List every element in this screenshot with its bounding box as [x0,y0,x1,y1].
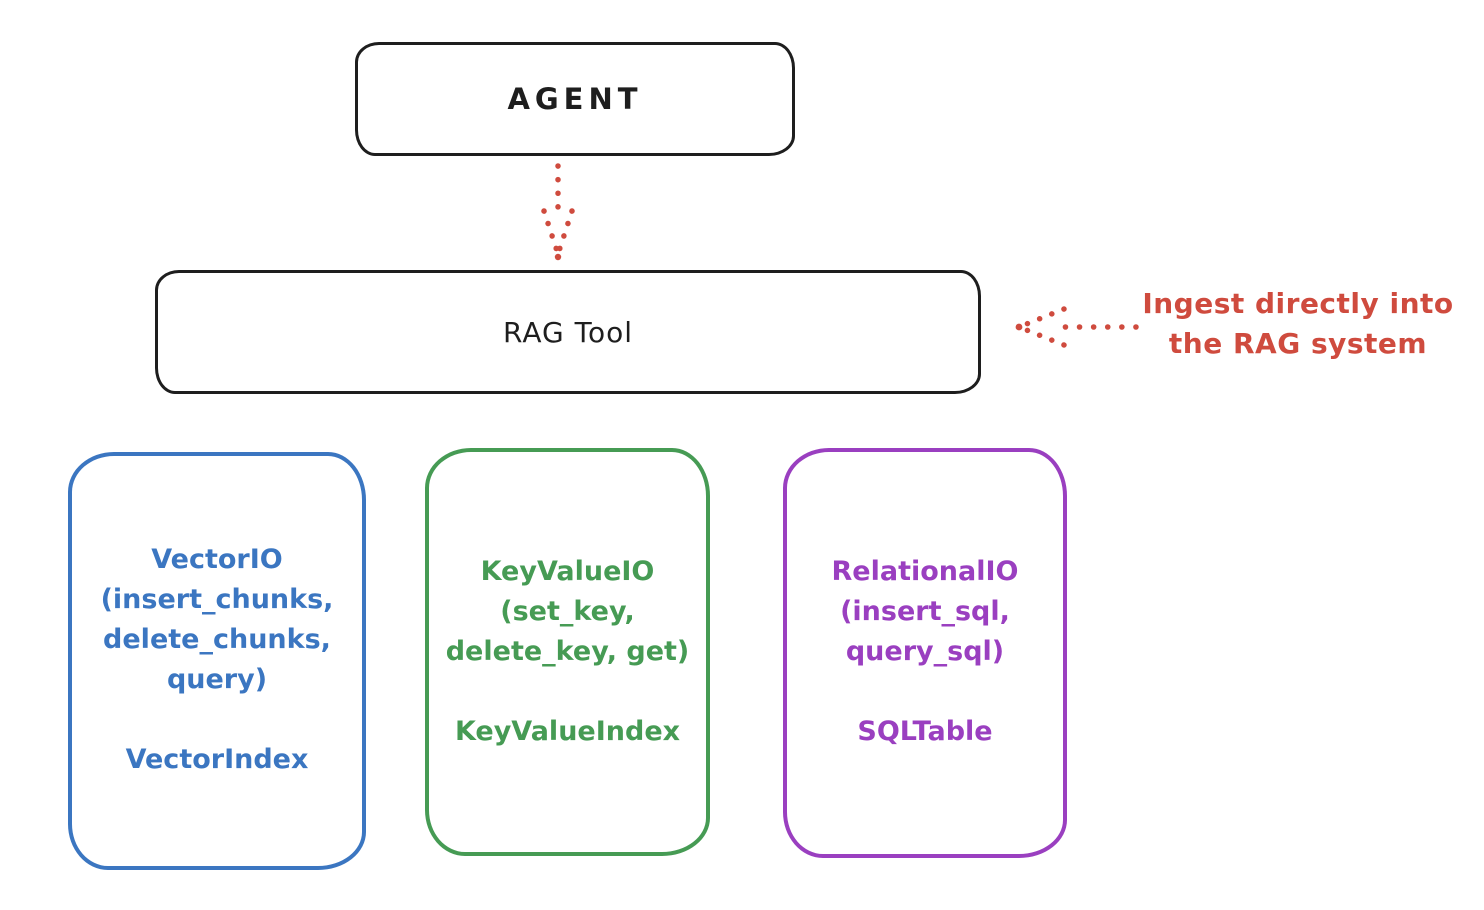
io-index-label: SQLTable [857,716,993,747]
agent-label: AGENT [507,82,643,116]
agent-box: AGENT [355,42,795,156]
vector-io-box: VectorIO (insert_chunks, delete_chunks, … [68,452,366,870]
io-line: KeyValueIO [480,556,655,587]
io-line: (insert_sql, [840,596,1010,627]
annotation-text: Ingest directly into the RAG system [1125,284,1471,364]
io-line: query_sql) [845,636,1005,667]
io-index-label: KeyValueIndex [454,716,681,747]
rag-tool-label: RAG Tool [503,315,633,349]
io-lines: KeyValueIO (set_key, delete_key, get) [446,552,690,672]
io-line: RelationalIO [831,556,1019,587]
io-line: query) [166,664,268,695]
rag-tool-box: RAG Tool [155,270,981,394]
io-line: (insert_chunks, [100,584,334,615]
keyvalue-io-box: KeyValueIO (set_key, delete_key, get) Ke… [425,448,710,856]
io-line: VectorIO [151,544,283,575]
relational-io-box: RelationalIO (insert_sql, query_sql) SQL… [783,448,1067,858]
dotted-arrow-left-icon [1015,306,1139,348]
io-lines: RelationalIO (insert_sql, query_sql) [832,552,1019,672]
io-line: delete_chunks, [103,624,331,655]
io-line: (set_key, [500,596,635,627]
annotation-line-1: Ingest directly into [1142,287,1454,320]
io-index-label: VectorIndex [125,744,309,775]
annotation-line-2: the RAG system [1168,327,1428,360]
dotted-arrow-down-icon [541,163,575,261]
io-lines: VectorIO (insert_chunks, delete_chunks, … [101,540,334,700]
io-line: delete_key, get) [445,636,690,667]
